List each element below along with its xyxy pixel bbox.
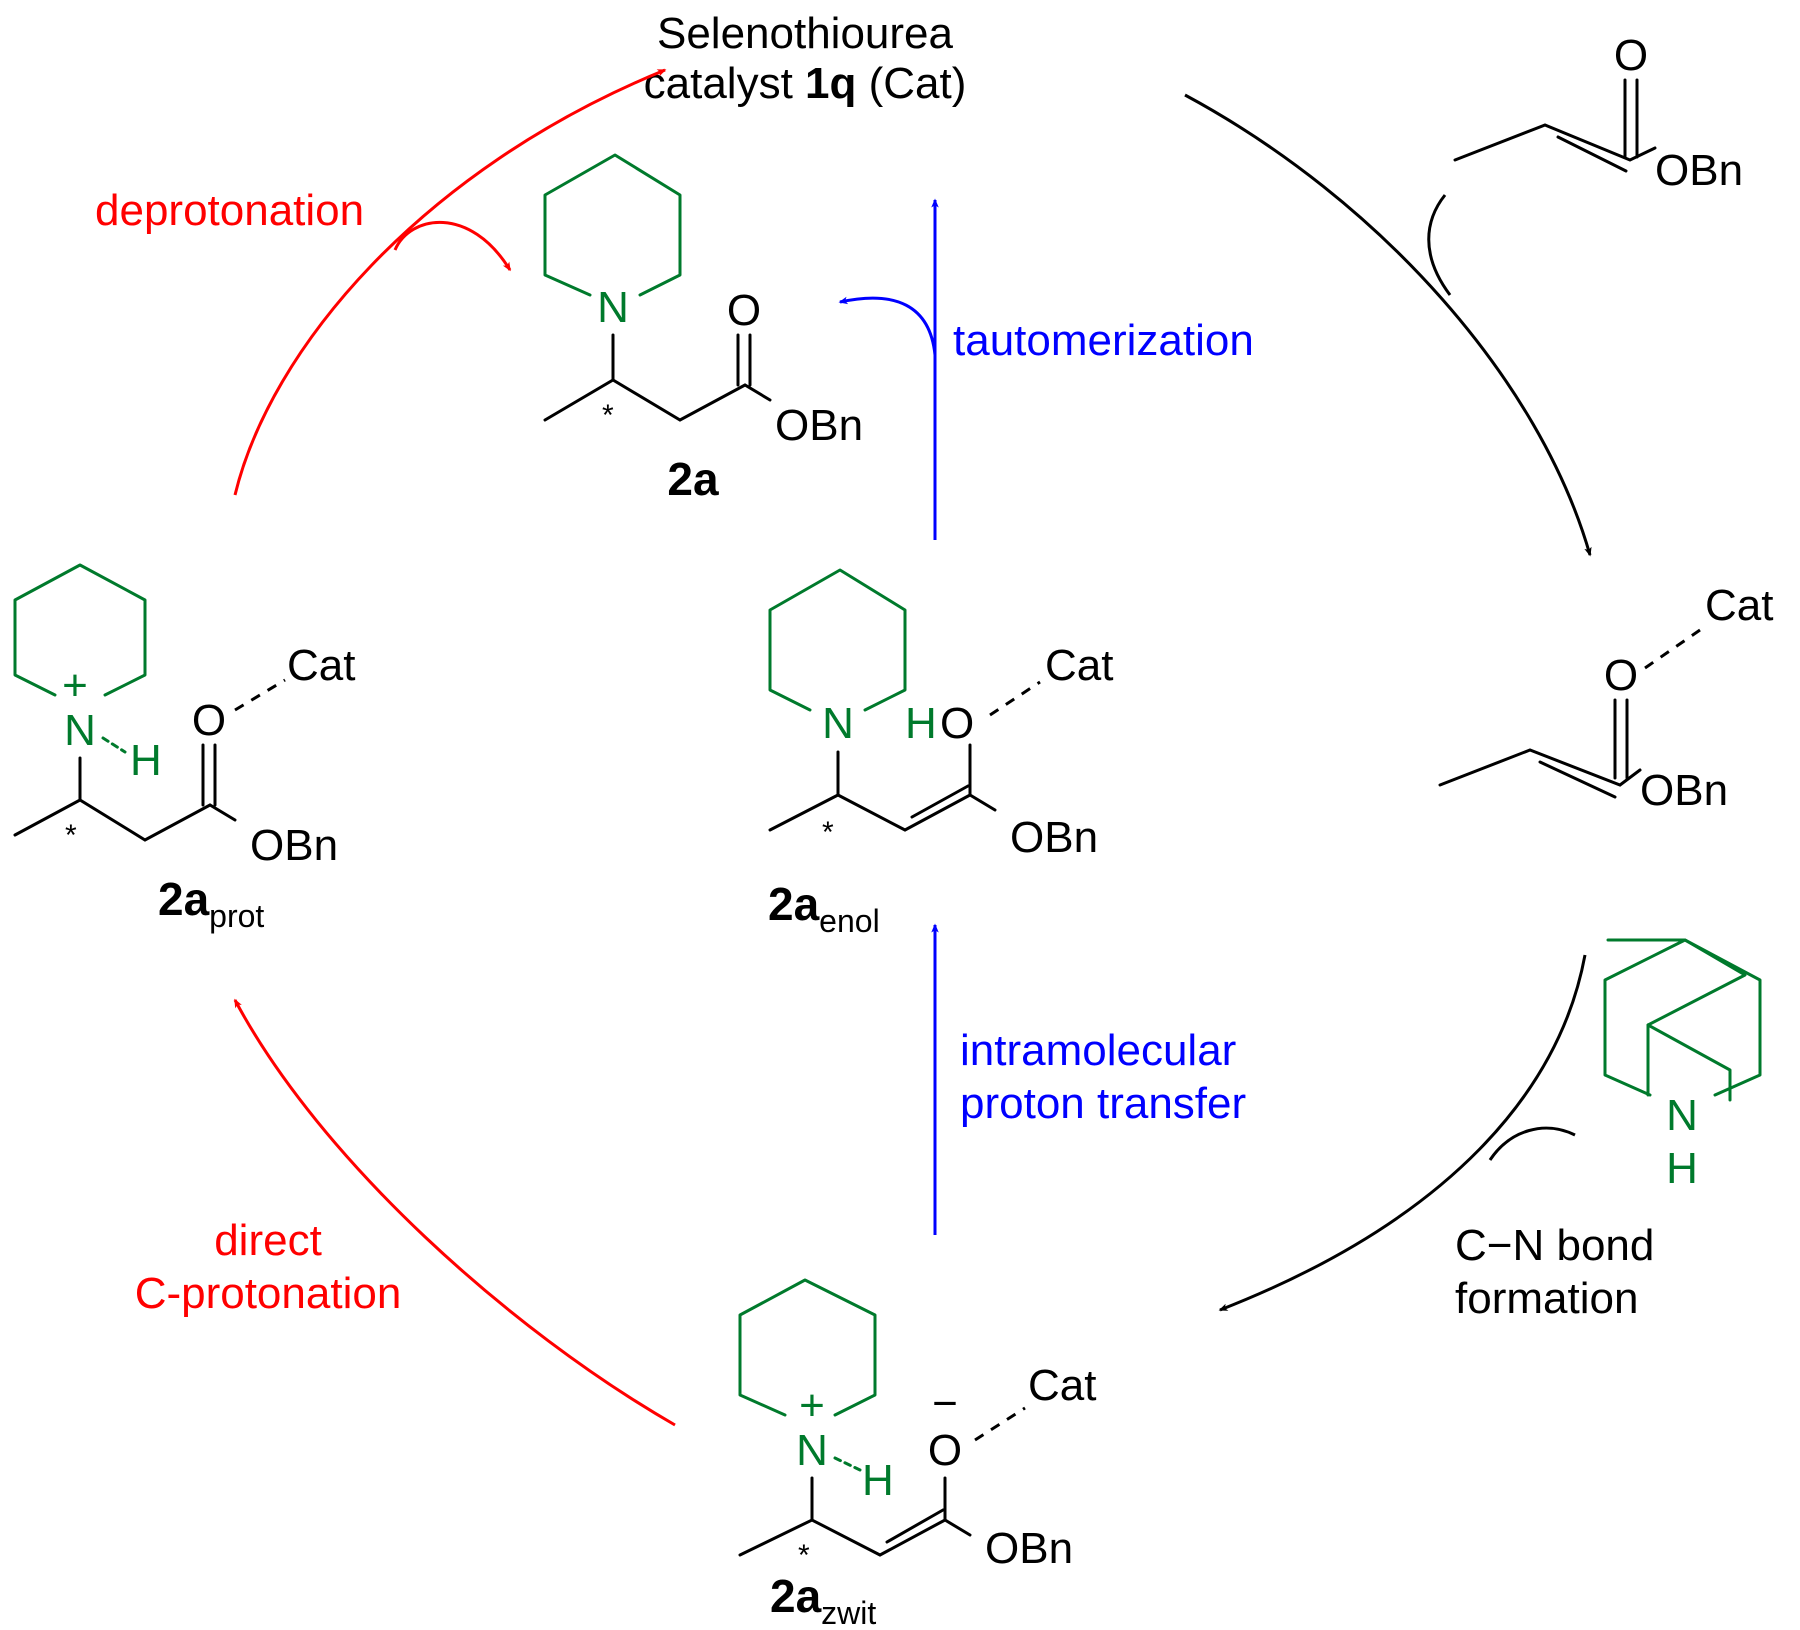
label-2a-zwit: 2azwit xyxy=(770,1570,876,1630)
atom-obn: OBn xyxy=(1655,146,1743,195)
catalyst-line2: catalyst 1q (Cat) xyxy=(644,59,967,108)
atom-o-minus: O xyxy=(928,1426,962,1475)
atom-h-enol: H xyxy=(905,699,937,748)
arrow-deprotonation xyxy=(233,68,667,496)
arrow-piperidine-entry xyxy=(1488,1126,1576,1161)
atom-o: O xyxy=(1604,651,1638,700)
label-cn-bond-1: C−N bond xyxy=(1455,1221,1654,1270)
charge-plus: + xyxy=(62,661,88,710)
label-tautomerization: tautomerization xyxy=(953,316,1254,365)
arrow-direct-c-protonation xyxy=(233,998,676,1427)
atom-h: H xyxy=(862,1456,894,1505)
piperidine-reagent: N H xyxy=(1603,938,1762,1193)
atom-cat: Cat xyxy=(1705,581,1773,630)
label-deprotonation: deprotonation xyxy=(95,186,364,235)
arrow-complex-to-zwitterion xyxy=(1218,954,1587,1312)
atom-n: N xyxy=(1666,1091,1698,1140)
arrow-tautomerization-release xyxy=(838,296,937,356)
atom-cat: Cat xyxy=(1028,1361,1096,1410)
label-direct-1: direct xyxy=(214,1216,322,1265)
atom-cat: Cat xyxy=(287,641,355,690)
charge-minus: − xyxy=(932,1379,958,1428)
atom-n: N xyxy=(597,283,629,332)
arrow-substrate-entry xyxy=(1427,194,1452,296)
stereocenter-mark: * xyxy=(65,819,77,852)
atom-cat: Cat xyxy=(1045,641,1113,690)
catalyst-substrate-complex: O Cat OBn xyxy=(1438,581,1773,815)
atom-n: N xyxy=(64,706,96,755)
substrate-benzyl-crotonate: O OBn xyxy=(1453,31,1743,195)
label-2a-enol: 2aenol xyxy=(768,878,880,939)
atom-obn: OBn xyxy=(775,401,863,450)
atom-o: O xyxy=(1614,31,1648,80)
label-direct-2: C-protonation xyxy=(135,1269,402,1318)
arrow-catalyst-to-complex xyxy=(1184,93,1592,557)
label-intramolecular-1: intramolecular xyxy=(960,1026,1236,1075)
atom-n: N xyxy=(822,699,854,748)
atom-obn: OBn xyxy=(1010,813,1098,862)
catalyst-line2-suffix: (Cat) xyxy=(856,59,966,108)
atom-o-enol: O xyxy=(940,699,974,748)
intermediate-2a-enol: N H O Cat OBn * 2aenol xyxy=(768,568,1113,939)
catalyst-id: 1q xyxy=(805,59,856,108)
intermediate-2a-zwit: N + H O − Cat OBn * 2azwit xyxy=(738,1278,1096,1630)
atom-h: H xyxy=(130,736,162,785)
label-2a: 2a xyxy=(667,453,719,505)
label-2a-prot: 2aprot xyxy=(158,873,264,934)
catalyst-line2-prefix: catalyst xyxy=(644,59,805,108)
arrow-deprotonation-release xyxy=(393,221,512,272)
intermediate-2a-prot: N + H O Cat OBn * 2aprot xyxy=(13,563,355,934)
stereocenter-mark: * xyxy=(798,1539,810,1572)
atom-obn: OBn xyxy=(250,821,338,870)
label-cn-bond-2: formation xyxy=(1455,1274,1638,1323)
stereocenter-mark: * xyxy=(602,399,614,432)
atom-obn: OBn xyxy=(985,1524,1073,1573)
charge-plus: + xyxy=(799,1381,825,1430)
stereocenter-mark: * xyxy=(822,816,834,849)
product-2a: N O OBn * 2a xyxy=(543,153,863,505)
catalyst-line1: Selenothiourea xyxy=(657,9,954,58)
atom-n: N xyxy=(796,1426,828,1475)
atom-o: O xyxy=(192,696,226,745)
atom-h: H xyxy=(1666,1144,1698,1193)
atom-obn: OBn xyxy=(1640,766,1728,815)
catalyst-label: Selenothiourea catalyst 1q (Cat) xyxy=(644,9,967,108)
atom-o: O xyxy=(727,286,761,335)
label-intramolecular-2: proton transfer xyxy=(960,1079,1246,1128)
